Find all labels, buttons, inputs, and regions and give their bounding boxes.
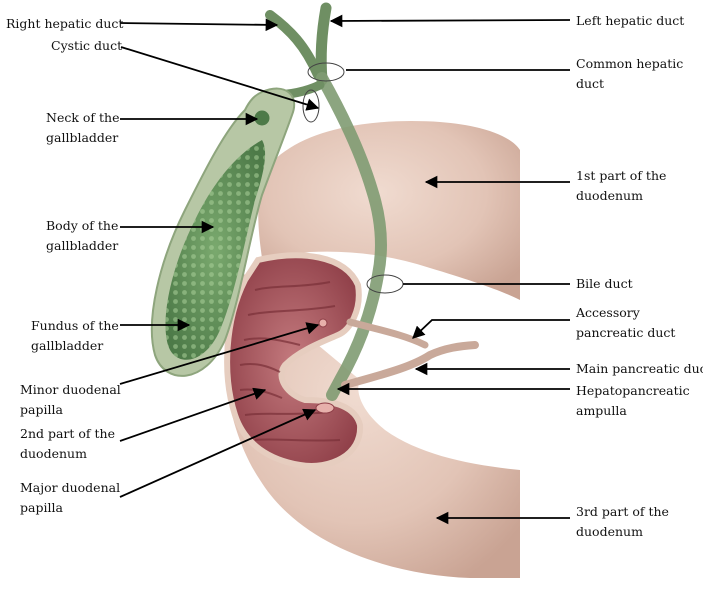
label-minor-duodenal-papilla: Minor duodenal papilla [20, 382, 121, 417]
arrow-accessory-pancreatic [412, 319, 570, 339]
common-hepatic-ring [307, 62, 345, 82]
duodenum-first-part [258, 121, 520, 300]
label-second-part-duodenum: 2nd part of the duodenum [20, 426, 116, 461]
label-fundus-of-gallbladder: Fundus of the gallbladder [31, 318, 119, 353]
label-common-hepatic-duct: Common hepatic duct [576, 56, 684, 91]
label-accessory-pancreatic-duct: Accessory pancreatic duct [576, 305, 676, 340]
gallbladder-neck-mark [251, 107, 273, 129]
label-neck-of-gallbladder: Neck of the gallbladder [46, 110, 120, 145]
label-main-pancreatic-duct: Main pancreatic duct [576, 361, 703, 376]
label-major-duodenal-papilla: Major duodenal papilla [20, 480, 121, 515]
label-first-part-duodenum: 1st part of the duodenum [576, 168, 667, 203]
label-cystic-duct: Cystic duct [51, 38, 123, 53]
label-third-part-duodenum: 3rd part of the duodenum [576, 504, 669, 539]
label-right-hepatic-duct: Right hepatic duct [6, 16, 124, 31]
mucosal-folds [239, 281, 341, 442]
pancreatic-ducts [341, 318, 479, 389]
label-bile-duct: Bile duct [576, 276, 633, 291]
arrow-cystic-duct [120, 46, 320, 111]
gallbladder-texture [165, 140, 266, 360]
label-body-of-gallbladder: Body of the gallbladder [46, 218, 119, 253]
label-left-hepatic-duct: Left hepatic duct [576, 13, 685, 28]
arrow-minor-papilla [119, 322, 320, 385]
arrow-left-hepatic-duct [329, 14, 571, 28]
pointer-arrows [119, 14, 571, 525]
label-hepatopancreatic-ampulla: Hepatopancreatic ampulla [576, 383, 690, 418]
arrow-second-part [119, 387, 267, 442]
arrow-right-hepatic-duct [119, 18, 279, 32]
minor-papilla-mark [318, 318, 328, 328]
arrow-major-papilla [119, 408, 317, 498]
major-papilla-mark [315, 402, 335, 414]
